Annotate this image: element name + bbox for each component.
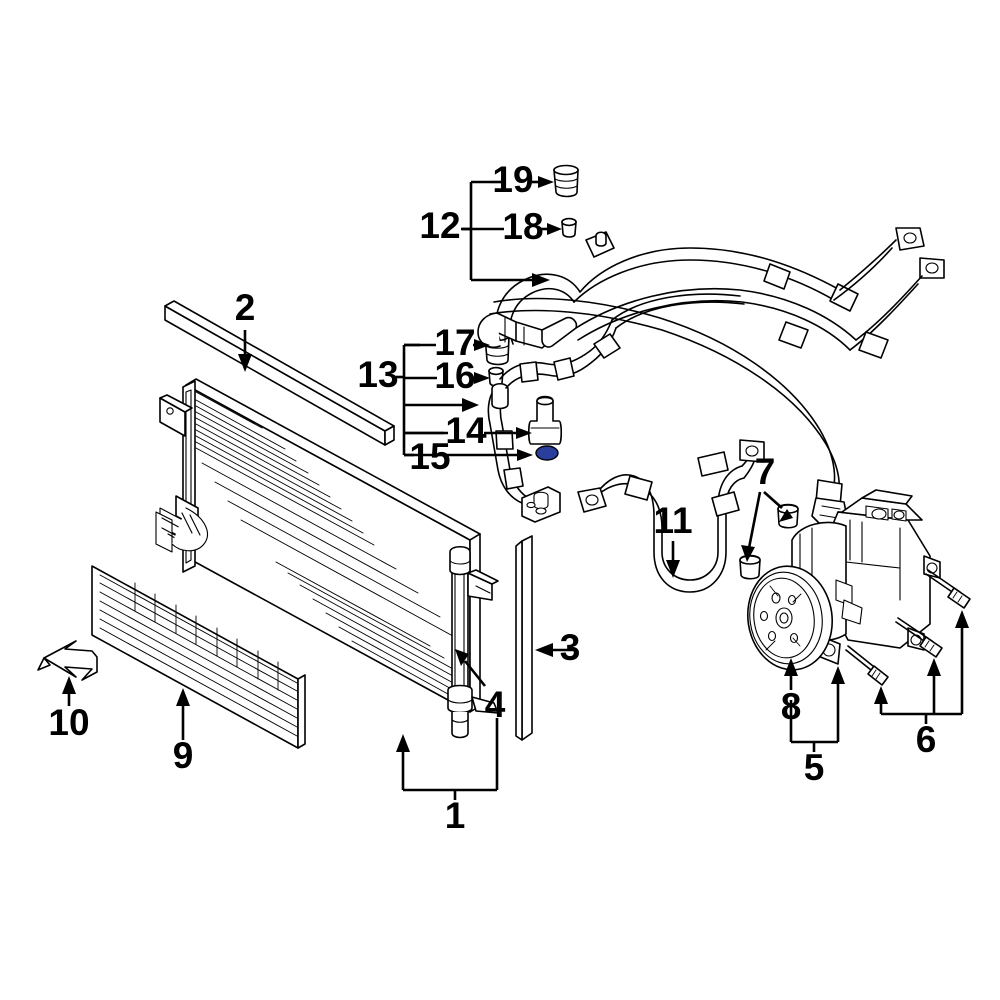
callout-5-bracket xyxy=(789,666,845,752)
callout-label-13: 13 xyxy=(357,354,398,395)
receiver-drier-port xyxy=(447,684,499,739)
callout-17-leader xyxy=(404,339,490,351)
upper-seal-strip xyxy=(164,300,395,446)
callout-label-10: 10 xyxy=(48,702,89,743)
callout-2-leader xyxy=(238,330,252,372)
callout-label-1: 1 xyxy=(445,795,466,836)
callout-label-18: 18 xyxy=(502,206,543,247)
callout-label-5: 5 xyxy=(804,747,825,788)
condenser-core xyxy=(155,378,499,713)
o-ring-seal xyxy=(535,445,559,461)
callout-10-leader xyxy=(62,676,76,706)
callout-6-bracket xyxy=(874,610,969,724)
pressure-switch xyxy=(527,395,563,445)
compressor-mounting-bolts xyxy=(845,569,971,686)
callout-12-bracket xyxy=(461,180,550,287)
callout-18-leader xyxy=(471,223,562,235)
callout-label-15: 15 xyxy=(409,436,450,477)
callout-label-12: 12 xyxy=(419,205,460,246)
callout-label-3: 3 xyxy=(560,627,581,668)
service-port-cap-large xyxy=(553,164,579,198)
callout-label-11: 11 xyxy=(653,500,692,541)
callout-label-4: 4 xyxy=(485,684,506,725)
bolt-3 xyxy=(925,569,971,609)
suction-hose xyxy=(577,439,765,593)
callout-1-bracket xyxy=(396,718,499,800)
side-seal-strip xyxy=(515,535,533,741)
callout-label-7: 7 xyxy=(755,451,776,492)
callout-11-leader xyxy=(666,541,680,578)
service-port-cap-small xyxy=(561,217,577,238)
callout-label-2: 2 xyxy=(235,287,256,328)
callout-label-8: 8 xyxy=(781,686,802,727)
callout-16-leader xyxy=(404,372,490,384)
bolt-1 xyxy=(845,645,889,686)
callout-8-leader xyxy=(784,658,798,690)
callout-7-leaders xyxy=(741,491,793,562)
callout-label-16: 16 xyxy=(434,355,475,396)
callout-label-9: 9 xyxy=(173,735,194,776)
callout-label-14: 14 xyxy=(445,410,487,451)
airflow-direction-marker xyxy=(37,640,98,681)
bolt-2 xyxy=(895,617,943,658)
valve-cap-small xyxy=(488,366,504,387)
callout-19-leader xyxy=(490,176,554,188)
radiator-air-baffle xyxy=(91,565,306,749)
compressor-assembly xyxy=(746,489,941,671)
callout-4-leader xyxy=(455,649,487,687)
callout-label-17: 17 xyxy=(434,322,475,363)
callout-label-6: 6 xyxy=(916,719,937,760)
callout-9-leader xyxy=(176,688,190,740)
callout-label-19: 19 xyxy=(492,159,533,200)
callout-14-leader xyxy=(404,427,532,439)
callout-15-leader xyxy=(404,449,533,461)
callout-3-leader xyxy=(535,643,574,657)
